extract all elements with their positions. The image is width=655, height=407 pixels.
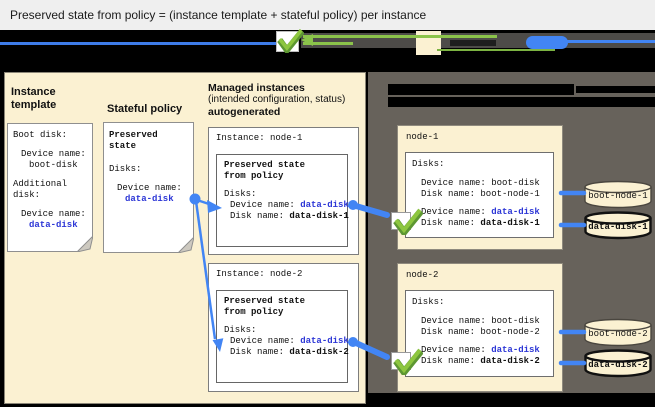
disks-label: Disks: xyxy=(412,159,445,169)
disk-cylinder: boot-node-2 xyxy=(583,318,653,347)
preserved-state-box: Preserved state from policy Disks: Devic… xyxy=(216,290,349,383)
band-dark-mark xyxy=(450,40,496,46)
disks-label: Disks: xyxy=(109,164,142,174)
disk-name-line: Disk name: boot-node-1 xyxy=(421,189,540,199)
band-green-line-lower xyxy=(303,42,353,45)
redacted-text-bar xyxy=(388,84,574,95)
device-name-label: Device name: xyxy=(117,183,182,193)
disk-name-line: Disk name: boot-node-2 xyxy=(421,327,540,337)
vm-name: node-2 xyxy=(406,270,439,280)
vm-disks-box: Disks: Device name: boot-disk Disk name:… xyxy=(405,152,554,238)
disk-label: data-disk-2 xyxy=(588,360,648,370)
disk-cylinder: data-disk-2 xyxy=(583,349,653,378)
band-green-line-upper xyxy=(303,35,497,38)
instance-template-doc: Boot disk: Device name: boot-disk Additi… xyxy=(7,123,93,252)
redacted-text-bar xyxy=(576,86,655,93)
disk-cylinder: boot-node-1 xyxy=(583,180,653,209)
vm-disks-box: Disks: Device name: boot-disk Disk name:… xyxy=(405,290,554,377)
preserved-state-box: Preserved state from policy Disks: Devic… xyxy=(216,154,349,247)
managed-instances-header: Managed instances (intended configuratio… xyxy=(208,82,346,118)
disk-name-line: Disk name: data-disk-1 xyxy=(230,211,349,221)
disk-label: boot-node-2 xyxy=(588,329,648,339)
page-fold-icon xyxy=(77,236,93,252)
device-name-value: data-disk xyxy=(125,194,174,204)
device-name-line: Device name: data-disk xyxy=(230,336,349,346)
band-blue-capsule xyxy=(526,36,568,49)
check-icon xyxy=(393,208,423,235)
disk-name-line: Disk name: data-disk-2 xyxy=(421,356,540,366)
device-name-value: boot-disk xyxy=(29,160,78,170)
disk-name-line: Disk name: data-disk-1 xyxy=(421,218,540,228)
stateful-policy-doc: Preserved state Disks: Device name: data… xyxy=(103,122,194,253)
band-blue-line-right xyxy=(558,40,655,43)
device-name-label: Device name: xyxy=(21,209,86,219)
device-name-line: Device name: data-disk xyxy=(421,345,540,355)
device-name-line: Device name: data-disk xyxy=(230,200,349,210)
device-name-line: Device name: data-disk xyxy=(421,207,540,217)
device-name-line: Device name: boot-disk xyxy=(421,316,540,326)
stateful-policy-label: Stateful policy xyxy=(107,103,183,115)
instance-template-label: Instance template xyxy=(11,86,57,111)
vm-name: node-1 xyxy=(406,132,439,142)
boot-disk-label: Boot disk: xyxy=(13,130,68,140)
disks-label: Disks: xyxy=(224,189,257,199)
device-name-value: data-disk xyxy=(29,220,78,230)
redacted-text-bar xyxy=(388,97,655,107)
device-name-label: Device name: xyxy=(21,149,86,159)
additional-disk-label: Additional disk: xyxy=(13,179,68,200)
disk-name-line: Disk name: data-disk-2 xyxy=(230,347,349,357)
band-blue-line-left xyxy=(0,42,277,45)
band-green-line-right xyxy=(437,49,555,51)
instance-title: Instance: node-1 xyxy=(216,133,303,143)
disk-label: data-disk-1 xyxy=(588,222,648,232)
disk-cylinder: data-disk-1 xyxy=(583,211,653,240)
check-icon xyxy=(393,348,423,375)
disks-label: Disks: xyxy=(224,325,257,335)
page-fold-icon xyxy=(178,237,194,253)
check-icon xyxy=(277,29,304,53)
device-name-line: Device name: boot-disk xyxy=(421,178,540,188)
title-bar: Preserved state from policy = (instance … xyxy=(0,0,655,30)
preserved-state-title: Preserved state xyxy=(109,130,158,151)
disk-label: boot-node-1 xyxy=(588,191,648,201)
diagram-title: Preserved state from policy = (instance … xyxy=(10,8,427,22)
disks-label: Disks: xyxy=(412,297,445,307)
instance-title: Instance: node-2 xyxy=(216,269,303,279)
